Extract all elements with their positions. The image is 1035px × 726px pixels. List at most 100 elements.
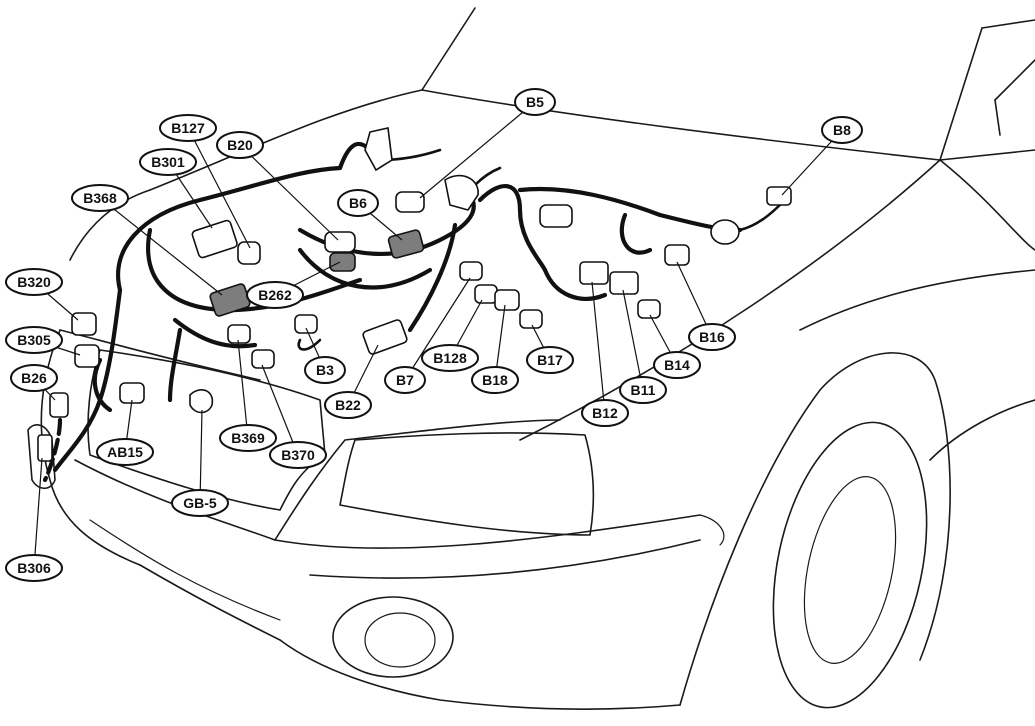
label-text-b12: B12 <box>592 405 618 421</box>
label-oval-b16 <box>688 323 736 351</box>
leader-line-b20 <box>239 144 339 241</box>
connector-b5-grommet <box>444 174 479 211</box>
label-oval-b14 <box>653 351 701 379</box>
connector-b320 <box>71 312 97 336</box>
car-body <box>27 7 1035 710</box>
connector-b16 <box>664 244 690 266</box>
connector-b370 <box>251 349 275 369</box>
leader-line-b370 <box>261 364 299 456</box>
connector-b12 <box>579 261 609 285</box>
leader-line-b11 <box>622 289 644 391</box>
label-oval-b22 <box>324 391 372 419</box>
connector-b5 <box>395 191 425 213</box>
connector-b18 <box>494 289 520 311</box>
connector-b14 <box>637 299 661 319</box>
leader-line-b127 <box>187 127 251 249</box>
label-b369: B369 <box>219 424 277 452</box>
connectors <box>37 127 792 462</box>
connector-b26 <box>49 392 69 418</box>
label-oval-b11 <box>619 376 667 404</box>
label-oval-b369 <box>219 424 277 452</box>
label-b11: B11 <box>619 376 667 404</box>
connector-b3 <box>294 314 318 334</box>
label-b22: B22 <box>324 391 372 419</box>
label-b20: B20 <box>216 131 264 159</box>
label-text-b18: B18 <box>482 372 508 388</box>
connector-b7 <box>459 261 483 281</box>
connector-b8-grommet <box>710 219 740 245</box>
label-text-b369: B369 <box>231 430 265 446</box>
label-oval-b127 <box>159 114 217 142</box>
label-oval-b12 <box>581 399 629 427</box>
leader-line-b369 <box>237 339 249 439</box>
label-text-b3: B3 <box>316 362 334 378</box>
label-text-b8: B8 <box>833 122 851 138</box>
connector-b20 <box>324 231 356 253</box>
leader-line-b12 <box>591 281 606 414</box>
label-b16: B16 <box>688 323 736 351</box>
label-gb-5: GB-5 <box>171 489 229 517</box>
label-b8: B8 <box>821 116 863 144</box>
leader-line-b368 <box>99 197 223 296</box>
label-oval-ab15 <box>96 438 154 466</box>
connector-b6 <box>387 229 425 259</box>
label-oval-b3 <box>304 356 346 384</box>
label-oval-b8 <box>821 116 863 144</box>
leader-line-gb-5 <box>199 409 203 504</box>
label-oval-b262 <box>246 281 304 309</box>
connector-b127 <box>237 241 261 265</box>
label-b320: B320 <box>5 268 63 296</box>
label-text-b127: B127 <box>171 120 205 136</box>
label-text-b5: B5 <box>526 94 544 110</box>
label-oval-b301 <box>139 148 197 176</box>
label-b18: B18 <box>471 366 519 394</box>
label-text-b16: B16 <box>699 329 725 345</box>
label-ab15: AB15 <box>96 438 154 466</box>
label-oval-b18 <box>471 366 519 394</box>
label-oval-b368 <box>71 184 129 212</box>
label-text-b11: B11 <box>631 382 656 398</box>
label-text-b26: B26 <box>21 370 47 386</box>
connector-b7-block <box>539 204 573 228</box>
label-b12: B12 <box>581 399 629 427</box>
label-text-b20: B20 <box>227 137 253 153</box>
label-oval-b5 <box>514 88 556 116</box>
label-b17: B17 <box>526 346 574 374</box>
connector-b262 <box>329 252 356 272</box>
connector-b17 <box>519 309 543 329</box>
label-b6: B6 <box>337 189 379 217</box>
label-text-gb-5: GB-5 <box>183 495 217 511</box>
label-oval-b26 <box>10 364 58 392</box>
label-b262: B262 <box>246 281 304 309</box>
connector-b11 <box>609 271 639 295</box>
label-oval-b128 <box>421 344 479 372</box>
label-b128: B128 <box>421 344 479 372</box>
label-b26: B26 <box>10 364 58 392</box>
label-b3: B3 <box>304 356 346 384</box>
connector-b301 <box>191 219 238 259</box>
connector-b306 <box>37 434 53 462</box>
label-oval-b20 <box>216 131 264 159</box>
label-oval-b17 <box>526 346 574 374</box>
connector-b368 <box>209 283 251 317</box>
connector-b128 <box>474 284 498 304</box>
label-oval-b7 <box>384 366 426 394</box>
label-b368: B368 <box>71 184 129 212</box>
label-text-b14: B14 <box>664 357 690 373</box>
label-text-b7: B7 <box>396 372 414 388</box>
label-b305: B305 <box>5 326 63 354</box>
label-oval-b306 <box>5 554 63 582</box>
label-b5: B5 <box>514 88 556 116</box>
label-b7: B7 <box>384 366 426 394</box>
label-b306: B306 <box>5 554 63 582</box>
label-text-b262: B262 <box>258 287 292 303</box>
label-b370: B370 <box>269 441 327 469</box>
leader-line-b7 <box>404 277 471 381</box>
label-oval-b370 <box>269 441 327 469</box>
label-text-ab15: AB15 <box>107 444 143 460</box>
label-text-b305: B305 <box>17 332 51 348</box>
label-text-b301: B301 <box>151 154 185 170</box>
